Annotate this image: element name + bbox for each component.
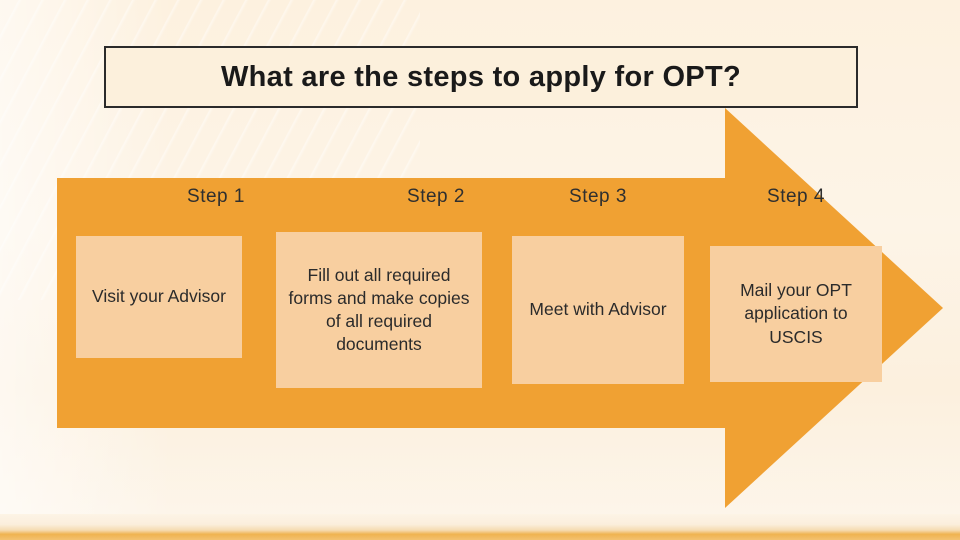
step-card-3: Meet with Advisor [512,236,684,384]
step-card-1-text: Visit your Advisor [92,286,226,307]
step-label-2: Step 2 [407,186,465,207]
page-title: What are the steps to apply for OPT? [221,60,741,93]
step-label-1: Step 1 [187,186,245,207]
step-card-1: Visit your Advisor [76,236,242,358]
step-card-4-text: Mail your OPT application to USCIS [740,280,852,347]
title-box: What are the steps to apply for OPT? [104,46,858,108]
bottom-strip [0,514,960,540]
step-card-2: Fill out all required forms and make cop… [276,232,482,388]
step-card-2-text: Fill out all required forms and make cop… [288,264,470,355]
step-labels-row: Step 1 Step 2 Step 3 Step 4 [57,186,943,220]
step-label-3: Step 3 [569,186,627,207]
step-card-4: Mail your OPT application to USCIS [710,246,882,382]
step-card-3-text: Meet with Advisor [529,299,667,320]
step-label-4: Step 4 [767,186,825,207]
